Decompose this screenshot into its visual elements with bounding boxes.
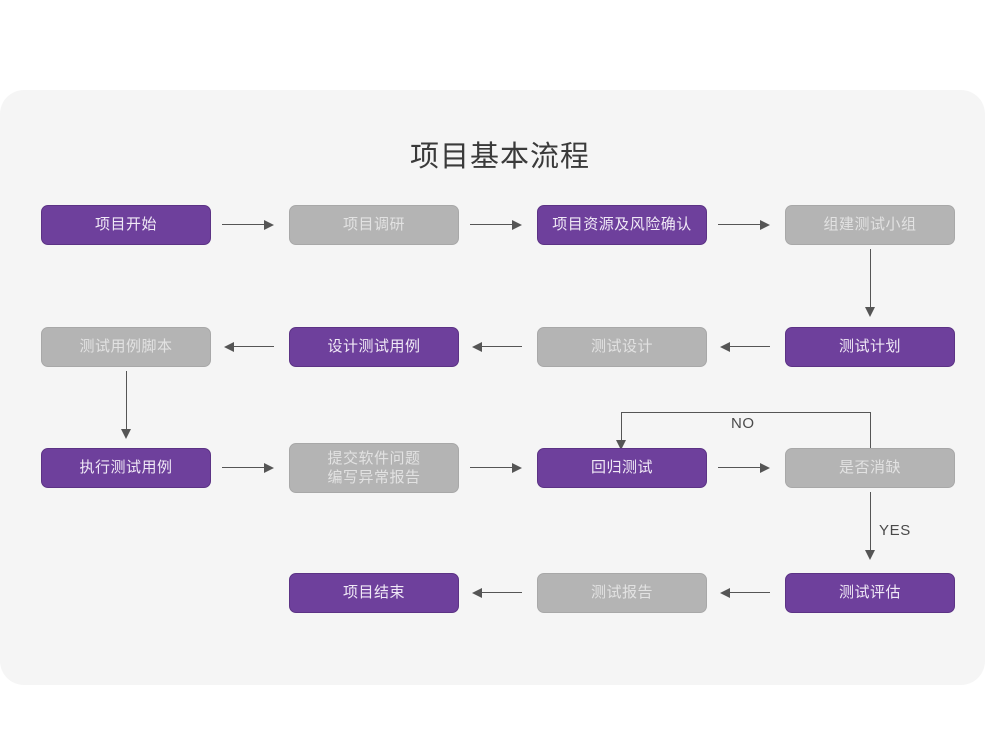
- node-project-research[interactable]: 项目调研: [289, 205, 459, 245]
- node-project-start[interactable]: 项目开始: [41, 205, 211, 245]
- arrowhead-left-icon: [720, 587, 730, 598]
- node-build-test-team[interactable]: 组建测试小组: [785, 205, 955, 245]
- arrowhead-right-icon: [512, 219, 522, 230]
- node-execute-test-case[interactable]: 执行测试用例: [41, 448, 211, 488]
- connector-line: [125, 371, 127, 431]
- node-test-evaluation[interactable]: 测试评估: [785, 573, 955, 613]
- arrowhead-right-icon: [760, 219, 770, 230]
- node-test-design[interactable]: 测试设计: [537, 327, 707, 367]
- arrowhead-right-icon: [760, 462, 770, 473]
- connector-line: [470, 224, 514, 226]
- arrowhead-left-icon: [472, 587, 482, 598]
- arrowhead-right-icon: [264, 462, 274, 473]
- node-regression-test[interactable]: 回归测试: [537, 448, 707, 488]
- connector-line: [470, 467, 514, 469]
- arrowhead-left-icon: [472, 341, 482, 352]
- connector-line: [480, 346, 522, 348]
- connector-line: [728, 592, 770, 594]
- node-defect-cleared[interactable]: 是否消缺: [785, 448, 955, 488]
- arrowhead-down-icon: [616, 440, 626, 450]
- node-design-test-case[interactable]: 设计测试用例: [289, 327, 459, 367]
- connector-line: [718, 224, 762, 226]
- arrowhead-down-icon: [864, 307, 875, 317]
- connector-line: [869, 249, 871, 309]
- page-title: 项目基本流程: [409, 141, 590, 173]
- node-test-report[interactable]: 测试报告: [537, 573, 707, 613]
- connector-line: [480, 592, 522, 594]
- node-project-end[interactable]: 项目结束: [289, 573, 459, 613]
- connector-line-no-loop: [621, 412, 623, 444]
- connector-line-no-loop: [869, 412, 871, 448]
- edge-label-no: NO: [731, 415, 755, 432]
- connector-line: [718, 467, 762, 469]
- node-test-plan[interactable]: 测试计划: [785, 327, 955, 367]
- connector-line: [728, 346, 770, 348]
- node-submit-issue-report[interactable]: 提交软件问题 编写异常报告: [289, 443, 459, 493]
- arrowhead-right-icon: [264, 219, 274, 230]
- connector-line: [222, 224, 266, 226]
- connector-line: [222, 467, 266, 469]
- arrowhead-right-icon: [512, 462, 522, 473]
- edge-label-yes: YES: [879, 522, 911, 539]
- arrowhead-left-icon: [224, 341, 234, 352]
- arrowhead-down-icon: [120, 429, 131, 439]
- node-test-case-script[interactable]: 测试用例脚本: [41, 327, 211, 367]
- connector-line-no-loop: [621, 412, 870, 414]
- node-resource-risk-confirm[interactable]: 项目资源及风险确认: [537, 205, 707, 245]
- arrowhead-down-icon: [864, 550, 875, 560]
- connector-line: [232, 346, 274, 348]
- arrowhead-left-icon: [720, 341, 730, 352]
- connector-line-yes: [869, 492, 871, 552]
